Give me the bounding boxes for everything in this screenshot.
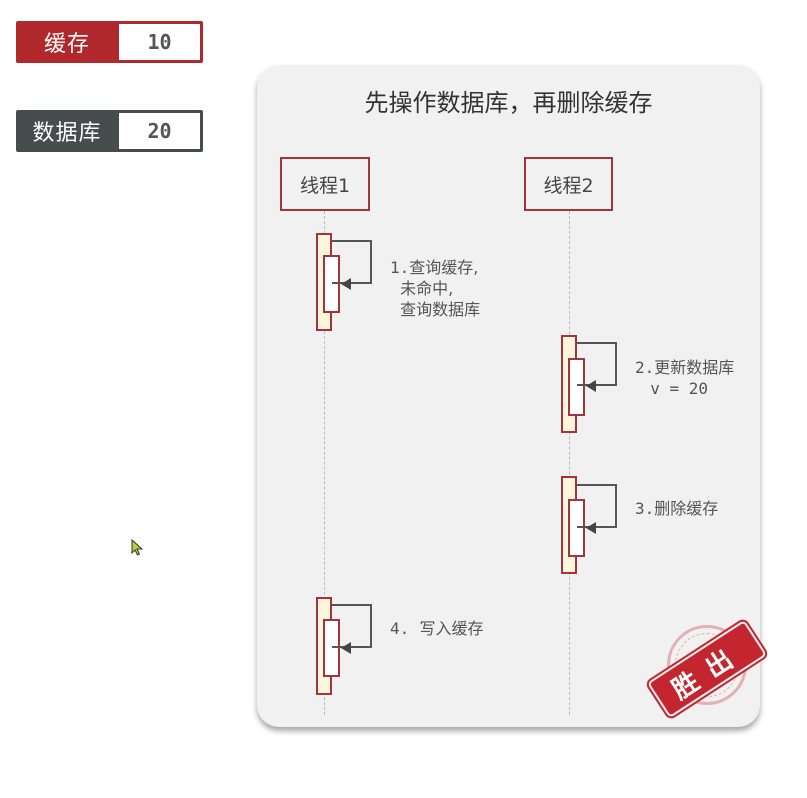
thread-2-label: 线程2 [543, 174, 594, 197]
arrowhead-icon [586, 522, 596, 534]
activation-bar-nested [323, 619, 340, 677]
database-value: 20 [119, 113, 200, 149]
thread-1-label: 线程1 [299, 174, 351, 197]
self-call-arrow [577, 484, 617, 528]
step-1-text: 1.查询缓存, 未命中, 查询数据库 [390, 258, 481, 319]
self-call-arrow [577, 342, 617, 386]
thread-1-actor: 线程1 [280, 157, 370, 211]
step-4-text: 4. 写入缓存 [390, 619, 484, 638]
activation-bar-nested [568, 358, 585, 416]
cache-value: 10 [119, 24, 200, 60]
cache-value-badge: 缓存 10 [16, 21, 203, 63]
thread-1-lifeline [324, 211, 325, 715]
self-call-arrow [332, 604, 372, 648]
activation-bar-nested [568, 499, 585, 557]
diagram-title: 先操作数据库，再删除缓存 [364, 89, 653, 117]
database-value-badge: 数据库 20 [16, 110, 203, 152]
winner-stamp: 胜出 [645, 620, 765, 720]
cache-label: 缓存 [43, 32, 90, 57]
self-call-arrow [332, 240, 372, 284]
arrowhead-icon [341, 642, 351, 654]
thread-2-actor: 线程2 [524, 157, 613, 211]
database-label: 数据库 [32, 121, 102, 146]
thread-2-lifeline [569, 211, 570, 715]
step-2-text: 2.更新数据库 v = 20 [635, 358, 735, 398]
activation-bar-nested [323, 255, 340, 313]
arrowhead-icon [586, 380, 596, 392]
sequence-diagram-card: 先操作数据库，再删除缓存 线程1 线程2 1.查询缓存, 未命中, 查询数据库 … [257, 65, 765, 727]
step-3-text: 3.删除缓存 [635, 499, 719, 518]
arrowhead-icon [341, 278, 351, 290]
mouse-cursor-icon [131, 539, 144, 556]
